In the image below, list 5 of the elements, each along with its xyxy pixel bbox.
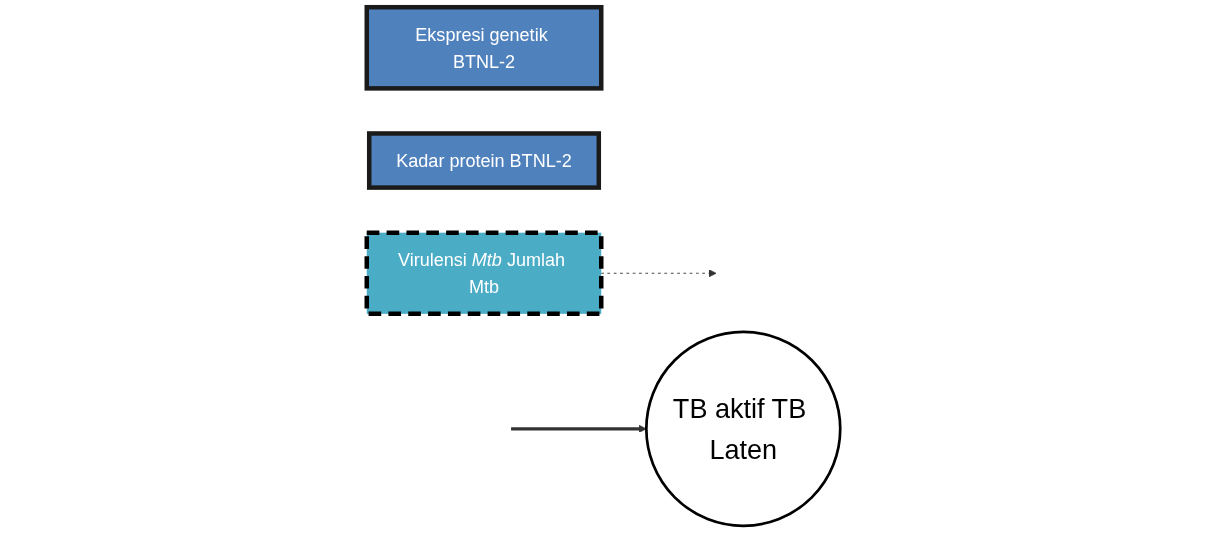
node-box: Kadar protein BTNL-2 bbox=[366, 131, 601, 190]
arrow bbox=[510, 424, 647, 433]
node-circle: TB aktif TB Laten bbox=[644, 330, 842, 528]
node-box: Ekspresi genetik BTNL-2 bbox=[364, 4, 603, 91]
node-box: Virulensi Mtb Jumlah Mtb bbox=[364, 230, 603, 317]
